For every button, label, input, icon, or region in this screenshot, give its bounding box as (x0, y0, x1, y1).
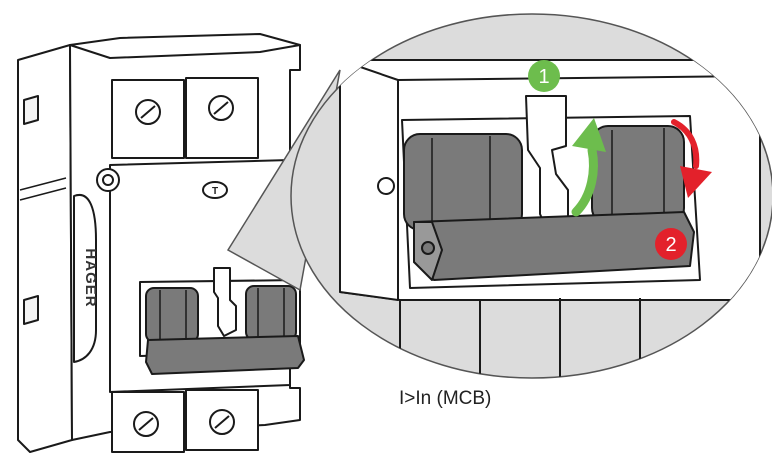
handle-bar (146, 336, 304, 374)
handle-roller-left (146, 288, 198, 342)
svg-text:2: 2 (665, 234, 676, 256)
step-badge-2: 2 (655, 228, 687, 260)
handle-roller-right (246, 286, 296, 340)
step-badge-1: 1 (528, 60, 560, 92)
zoom-roller-right (592, 126, 684, 224)
caption-label: I>In (MCB) (399, 388, 491, 410)
zoom-roller-left (404, 134, 522, 230)
svg-text:1: 1 (538, 66, 549, 88)
zoom-side-hole (378, 178, 394, 194)
brand-logo: HAGER (82, 248, 99, 307)
test-marking: T (212, 186, 218, 197)
